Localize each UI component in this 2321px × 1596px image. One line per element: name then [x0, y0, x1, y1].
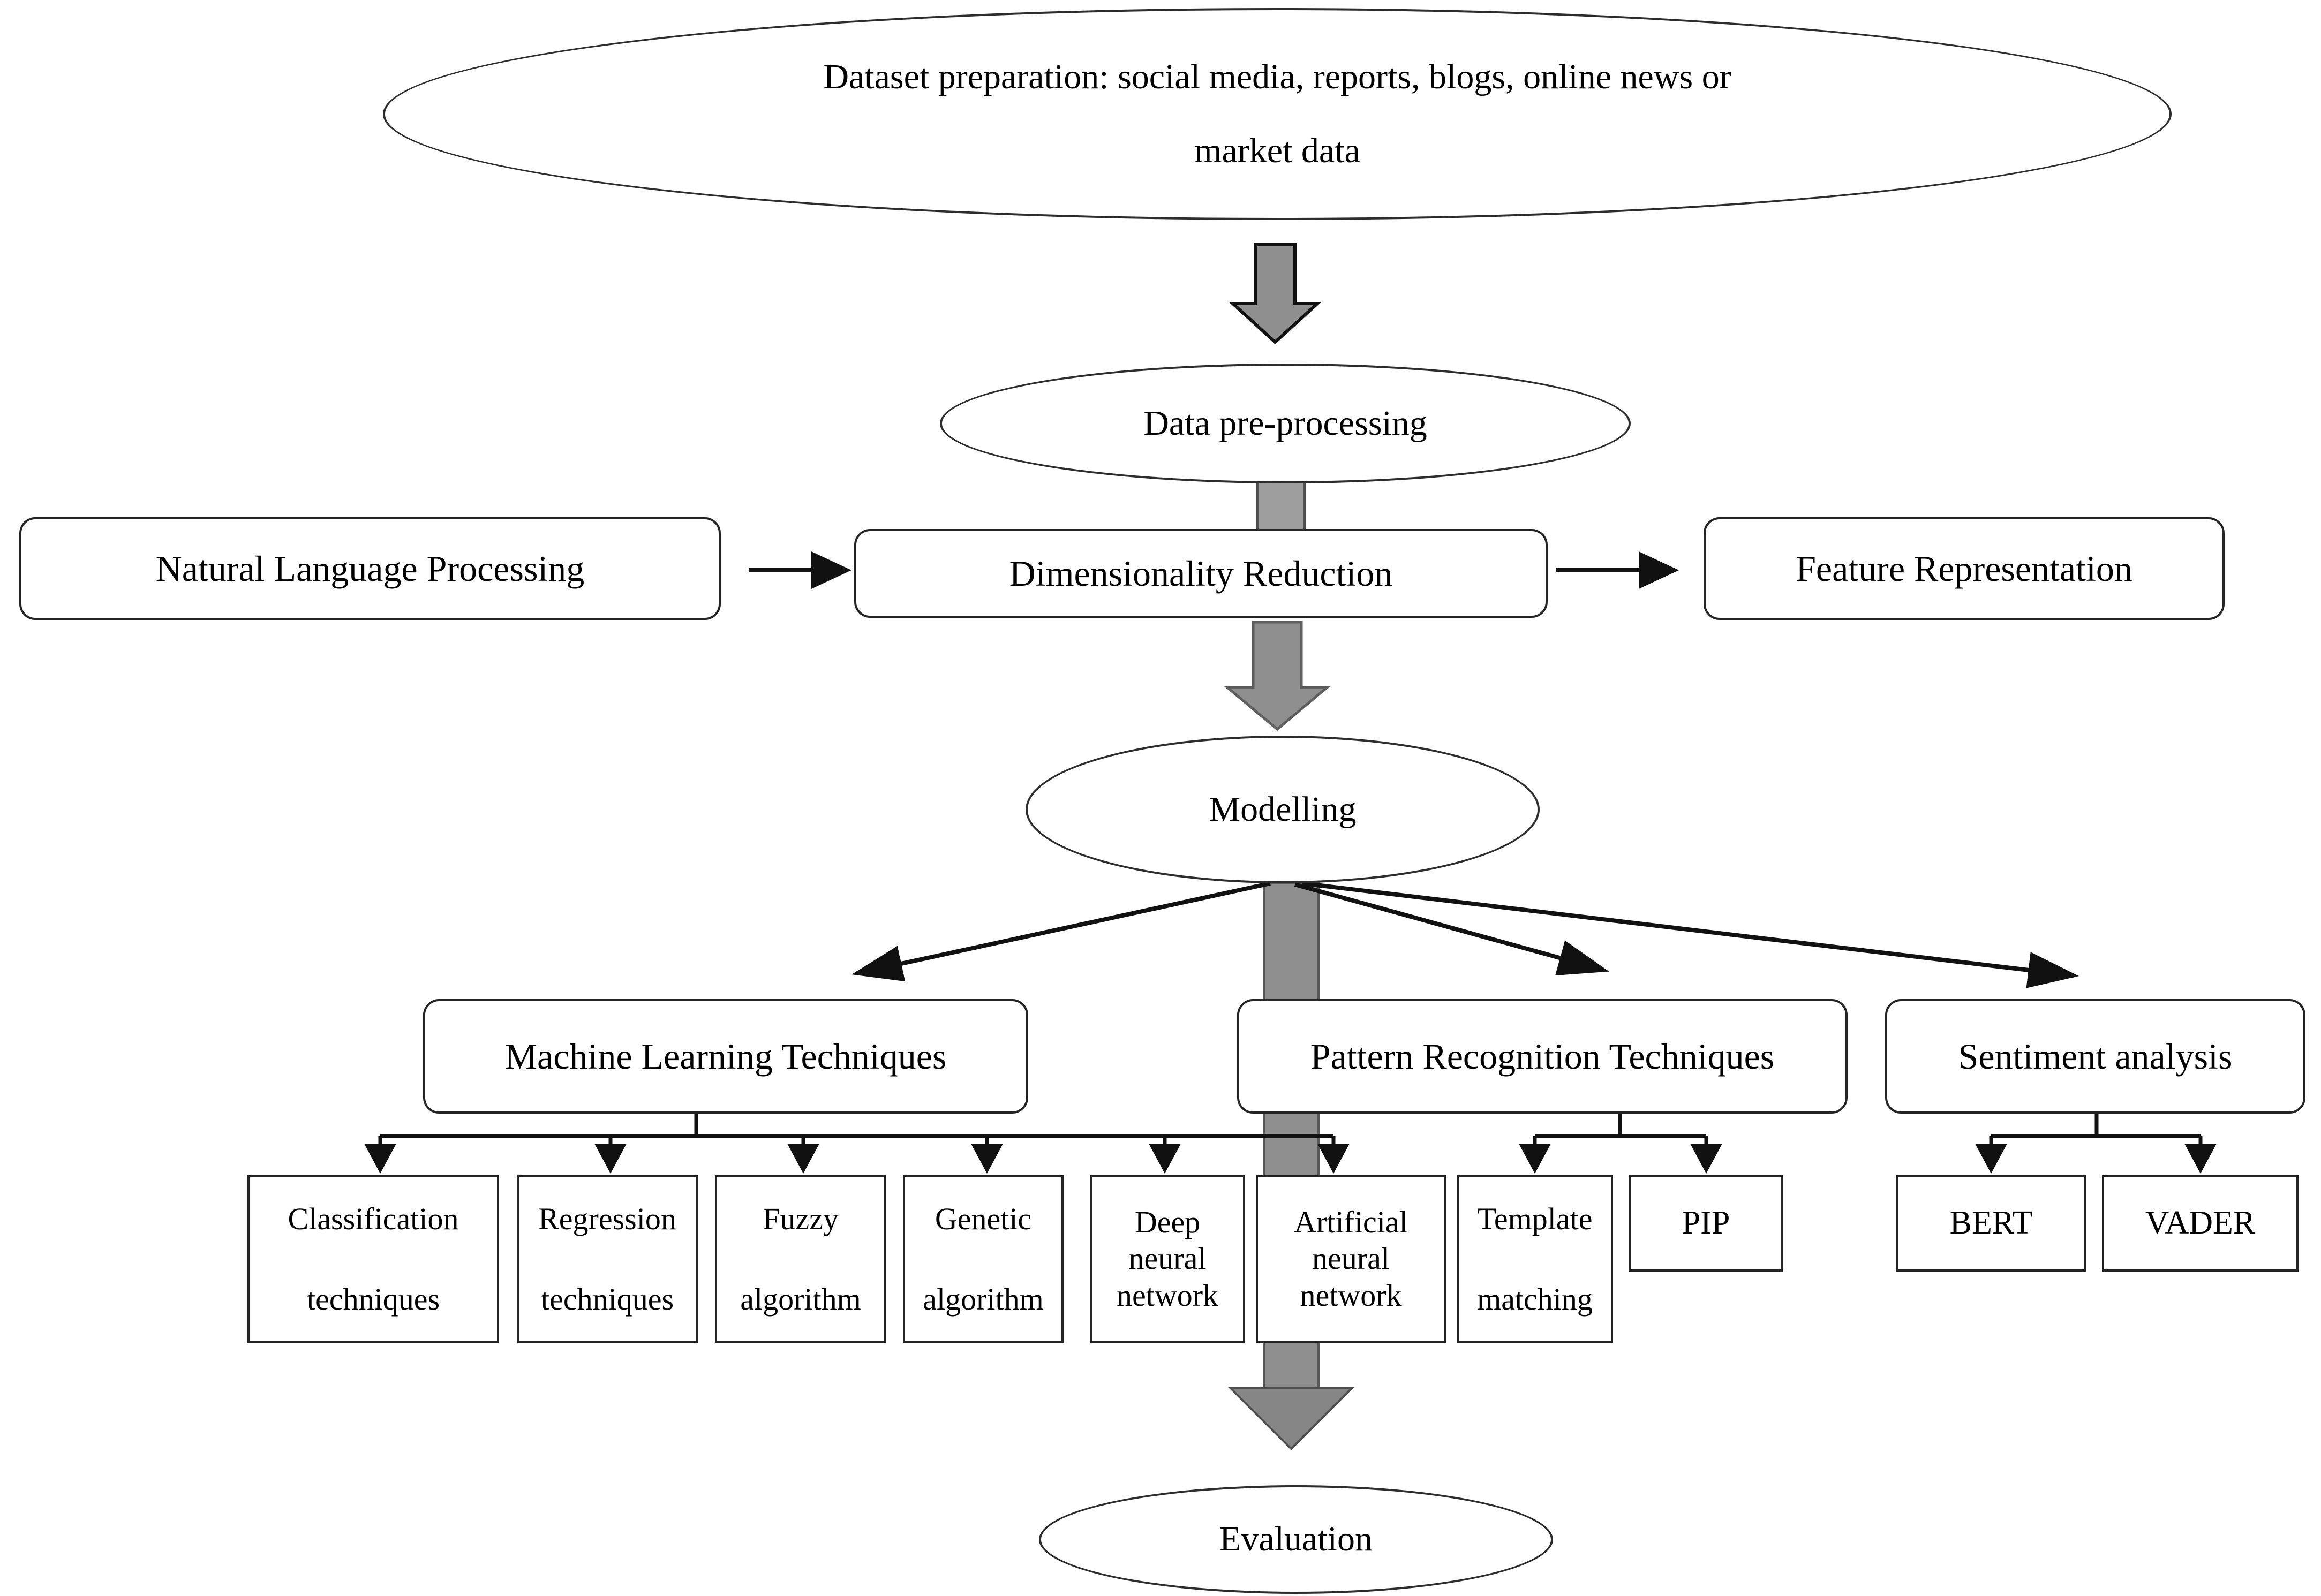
sentiment-analysis-label: Sentiment analysis	[1958, 1035, 2233, 1077]
node-regression-techniques: Regression techniques	[517, 1175, 698, 1343]
vader-label: VADER	[2145, 1205, 2256, 1242]
deep-nn-label: Deep neural network	[1116, 1204, 1219, 1313]
node-bert: BERT	[1896, 1175, 2086, 1272]
regression-label: Regression techniques	[538, 1201, 676, 1317]
ml-techniques-label: Machine Learning Techniques	[504, 1035, 947, 1077]
feature-representation-label: Feature Representation	[1796, 548, 2132, 589]
data-preprocessing-label: Data pre-processing	[1143, 403, 1427, 443]
pattern-recognition-label: Pattern Recognition Techniques	[1310, 1035, 1775, 1077]
node-data-preprocessing: Data pre-processing	[940, 364, 1631, 483]
dataset-to-preprocessing-arrow	[1229, 243, 1322, 345]
reduction-to-feature-arrow	[1556, 551, 1679, 589]
pip-label: PIP	[1682, 1205, 1730, 1242]
node-vader: VADER	[2102, 1175, 2299, 1272]
dataset-preparation-line2: market data	[1194, 131, 1360, 170]
node-genetic-algorithm: Genetic algorithm	[903, 1175, 1064, 1343]
dataset-preparation-line1: Dataset preparation: social media, repor…	[823, 57, 1731, 96]
node-artificial-neural-network: Artificial neural network	[1256, 1175, 1446, 1343]
node-feature-representation: Feature Representation	[1704, 517, 2225, 620]
template-matching-label: Template matching	[1477, 1201, 1593, 1317]
node-evaluation: Evaluation	[1039, 1485, 1553, 1594]
ml-tree-connector	[364, 1111, 1350, 1174]
nlp-label: Natural Language Processing	[155, 548, 585, 589]
genetic-label: Genetic algorithm	[923, 1201, 1044, 1317]
sentiment-tree-connector	[1975, 1111, 2217, 1174]
modelling-label: Modelling	[1209, 789, 1357, 829]
node-natural-language-processing: Natural Language Processing	[19, 517, 721, 620]
node-template-matching: Template matching	[1457, 1175, 1613, 1343]
reduction-to-modelling-arrow	[1224, 621, 1331, 731]
pattern-tree-connector	[1519, 1111, 1722, 1174]
node-pip: PIP	[1629, 1175, 1783, 1272]
modelling-branch-arrows	[851, 881, 2079, 988]
node-fuzzy-algorithm: Fuzzy algorithm	[715, 1175, 886, 1343]
node-deep-neural-network: Deep neural network	[1090, 1175, 1245, 1343]
dimensionality-reduction-label: Dimensionality Reduction	[1009, 553, 1393, 594]
bert-label: BERT	[1949, 1205, 2033, 1242]
nlp-to-reduction-arrow	[749, 551, 851, 589]
node-modelling: Modelling	[1026, 736, 1540, 883]
node-sentiment-analysis: Sentiment analysis	[1885, 999, 2305, 1114]
node-pattern-recognition-techniques: Pattern Recognition Techniques	[1237, 999, 1848, 1114]
preprocessing-to-reduction-stub	[1256, 480, 1306, 531]
node-classification-techniques: Classification techniques	[247, 1175, 499, 1343]
ann-label: Artificial neural network	[1294, 1204, 1408, 1313]
node-dimensionality-reduction: Dimensionality Reduction	[854, 529, 1548, 618]
classification-label: Classification techniques	[288, 1201, 459, 1317]
node-dataset-preparation: Dataset preparation: social media, repor…	[383, 8, 2172, 220]
fuzzy-label: Fuzzy algorithm	[740, 1201, 861, 1317]
evaluation-label: Evaluation	[1219, 1519, 1373, 1559]
node-machine-learning-techniques: Machine Learning Techniques	[423, 999, 1028, 1114]
